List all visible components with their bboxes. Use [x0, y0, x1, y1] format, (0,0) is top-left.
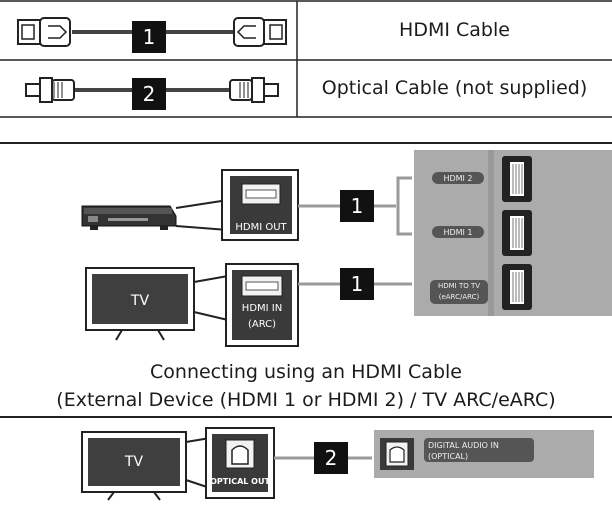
hdmi-in-arc-label: (ARC): [247, 319, 277, 330]
soundbar-port-hdmi-to-tv-label: HDMI TO TV: [437, 282, 481, 290]
digital-audio-optical-label: (OPTICAL): [428, 452, 469, 461]
optical-connection-diagram: [81, 427, 594, 501]
legend-label-hdmi: HDMI Cable: [399, 19, 510, 41]
hdmi-connection-diagram: [81, 150, 612, 347]
optical-cable-badge: 2: [314, 442, 348, 474]
optical-cable-icon: [25, 77, 279, 103]
legend-label-optical: Optical Cable (not supplied): [321, 77, 588, 99]
legend-badge-1: 1: [132, 21, 166, 53]
digital-audio-in-label: DIGITAL AUDIO IN: [428, 441, 499, 450]
legend-table: [0, 0, 612, 118]
caption-line2: (External Device (HDMI 1 or HDMI 2) / TV…: [56, 389, 556, 411]
hdmi-in-label: HDMI IN: [241, 303, 283, 314]
hdmi-out-label: HDMI OUT: [235, 222, 287, 233]
soundbar-port-earc-label: (eARC/ARC): [438, 293, 480, 301]
tv-label: TV: [130, 293, 150, 309]
optical-tv-icon: [81, 431, 187, 501]
soundbar-port-hdmi2-label: HDMI 2: [443, 174, 473, 183]
soundbar-panel: [414, 150, 612, 316]
tv-icon: [85, 267, 195, 341]
optical-out-label: OPTICAL OUT: [210, 477, 270, 486]
legend-badge-2: 2: [132, 78, 166, 110]
caption-line1: Connecting using an HDMI Cable: [150, 361, 462, 383]
section-divider-top: [0, 142, 612, 144]
optical-tv-label: TV: [124, 454, 144, 470]
section-divider-bottom: [0, 416, 612, 418]
cable-badge-bottom: 1: [340, 268, 374, 300]
legend-grid: [0, 0, 612, 118]
external-device-icon: [81, 205, 177, 230]
soundbar-port-hdmi1-label: HDMI 1: [443, 228, 473, 237]
cable-badge-top: 1: [340, 190, 374, 222]
